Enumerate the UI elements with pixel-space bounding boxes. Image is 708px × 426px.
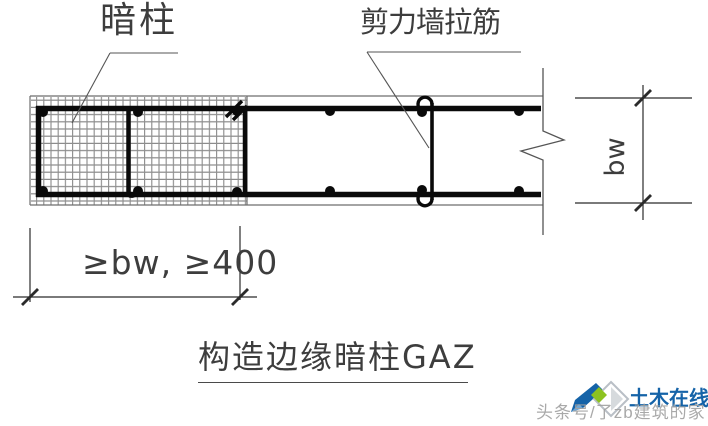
rebar-dots — [38, 106, 524, 197]
tick-mark — [634, 194, 652, 212]
wall-tie-label: 剪力墙拉筋 — [360, 5, 501, 39]
tumu-online-logo-icon — [571, 380, 630, 418]
tick-mark — [21, 288, 39, 306]
tumu-online-logo-text: 土木在线 — [629, 388, 708, 410]
wall-thickness-dimension-text: bw — [600, 137, 631, 177]
ribbon-fold — [571, 404, 583, 412]
tie-bottom-hook — [416, 191, 434, 208]
tick-mark — [634, 89, 652, 107]
break-line — [518, 68, 567, 235]
drawing-title: 构造边缘暗柱GAZ — [198, 340, 475, 383]
column-label: 暗柱 — [100, 0, 179, 41]
tie-top-hook — [416, 95, 434, 112]
column-leader-line — [71, 52, 178, 124]
wall-thickness-dimension — [575, 85, 692, 220]
tick-mark — [231, 288, 249, 306]
column-length-dimension-text: ≥bw, ≥400 — [82, 243, 279, 282]
watermark-account-text: 头条号/了zb建筑的家 — [536, 403, 706, 422]
rebar-bars — [35, 103, 541, 200]
diamond-logo-icon — [591, 380, 630, 418]
tie-leader-line — [366, 51, 521, 149]
column-length-dimension — [13, 226, 257, 306]
